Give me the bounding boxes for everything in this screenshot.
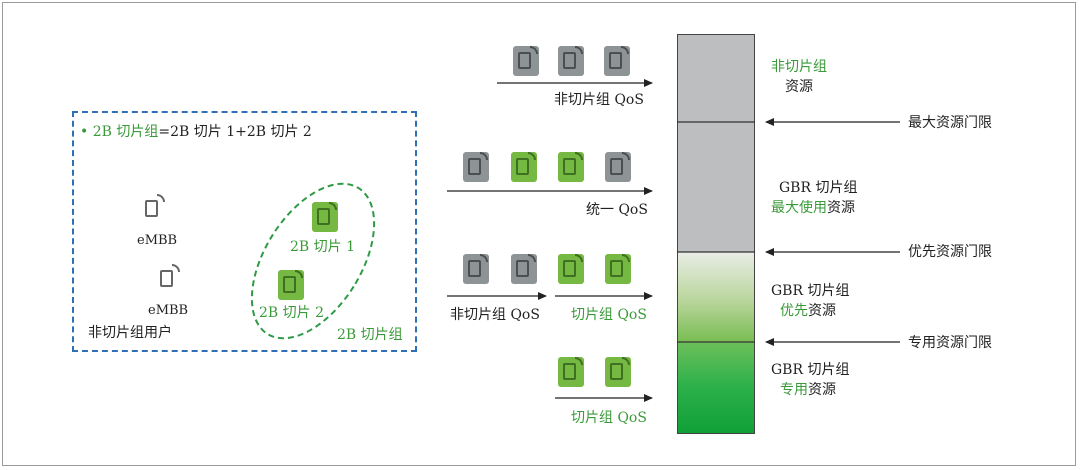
device-screen bbox=[609, 52, 622, 69]
phone-signal-icon bbox=[558, 46, 584, 76]
signal-wave bbox=[528, 152, 536, 160]
signal-wave bbox=[575, 46, 583, 54]
device-screen bbox=[516, 158, 529, 175]
signal-wave bbox=[157, 194, 165, 202]
threshold-dedicated-label: 专用资源门限 bbox=[908, 335, 992, 351]
threshold-max-label: 最大资源门限 bbox=[908, 115, 992, 131]
seg3-line2-rest: 资源 bbox=[808, 303, 836, 319]
signal-wave bbox=[575, 254, 583, 262]
slice-group-definition: • 2B 切片组=2B 切片 1+2B 切片 2 bbox=[80, 125, 312, 139]
seg4-line2-green: 专用 bbox=[780, 382, 808, 398]
seg1-line1: 非切片组 bbox=[771, 59, 827, 75]
signal-wave bbox=[295, 270, 303, 278]
seg2-line2-green: 最大使用 bbox=[771, 200, 827, 216]
embb-label-2: eMBB bbox=[148, 303, 189, 318]
signal-wave bbox=[480, 254, 488, 262]
non-slice-users-label: 非切片组用户 bbox=[88, 325, 172, 341]
phone-signal-icon bbox=[155, 264, 181, 294]
device-screen bbox=[610, 260, 623, 277]
slice-group-ellipse bbox=[250, 182, 376, 340]
embb-label-1: eMBB bbox=[137, 233, 178, 248]
seg2-line1: GBR 切片组 bbox=[779, 180, 858, 196]
phone-signal-icon bbox=[511, 152, 537, 182]
device-screen bbox=[563, 52, 576, 69]
device-screen bbox=[468, 260, 481, 277]
slice-1-label: 2B 切片 1 bbox=[290, 239, 356, 255]
phone-signal-icon bbox=[558, 254, 584, 284]
device-screen bbox=[563, 260, 576, 277]
definition-green-part: 2B 切片组 bbox=[92, 124, 159, 140]
device-screen bbox=[516, 260, 529, 277]
row2-qos-label: 统一 QoS bbox=[586, 202, 648, 218]
slice-2-label: 2B 切片 2 bbox=[259, 305, 325, 321]
signal-wave bbox=[621, 46, 629, 54]
signal-wave bbox=[528, 254, 536, 262]
threshold-priority-label: 优先资源门限 bbox=[908, 244, 992, 260]
bar-dedicated-section bbox=[677, 342, 755, 434]
phone-signal-icon bbox=[463, 152, 489, 182]
seg3-line2-green: 优先 bbox=[780, 303, 808, 319]
signal-wave bbox=[575, 357, 583, 365]
signal-wave bbox=[575, 152, 583, 160]
legend-box bbox=[72, 111, 417, 352]
signal-wave bbox=[329, 202, 337, 210]
device-screen bbox=[610, 158, 623, 175]
device-screen bbox=[283, 276, 296, 293]
row3-right-qos-label: 切片组 QoS bbox=[571, 307, 647, 323]
phone-signal-icon bbox=[605, 152, 631, 182]
phone-signal-icon bbox=[278, 270, 304, 300]
definition-rest: =2B 切片 1+2B 切片 2 bbox=[158, 124, 312, 140]
signal-wave bbox=[622, 152, 630, 160]
phone-signal-icon bbox=[605, 357, 631, 387]
signal-wave bbox=[622, 254, 630, 262]
seg3-line2: 优先资源 bbox=[780, 304, 836, 318]
seg4-line1: GBR 切片组 bbox=[771, 362, 850, 378]
definition-bullet: • bbox=[80, 124, 89, 140]
device-screen bbox=[468, 158, 481, 175]
row1-qos-label: 非切片组 QoS bbox=[554, 92, 644, 108]
seg3-line1: GBR 切片组 bbox=[771, 283, 850, 299]
phone-signal-icon bbox=[463, 254, 489, 284]
device-screen bbox=[160, 270, 173, 287]
device-screen bbox=[563, 363, 576, 380]
seg4-line2-rest: 资源 bbox=[808, 382, 836, 398]
phone-signal-icon bbox=[558, 357, 584, 387]
device-screen bbox=[563, 158, 576, 175]
seg1-line2: 资源 bbox=[785, 79, 813, 95]
signal-wave bbox=[172, 264, 180, 272]
phone-signal-icon bbox=[511, 254, 537, 284]
device-screen bbox=[610, 363, 623, 380]
signal-wave bbox=[480, 152, 488, 160]
row3-left-qos-label: 非切片组 QoS bbox=[450, 307, 540, 323]
phone-signal-icon bbox=[513, 46, 539, 76]
seg2-line2: 最大使用资源 bbox=[771, 201, 855, 215]
seg4-line2: 专用资源 bbox=[780, 383, 836, 397]
device-screen bbox=[518, 52, 531, 69]
device-screen bbox=[145, 200, 158, 217]
row4-qos-label: 切片组 QoS bbox=[571, 410, 647, 426]
phone-signal-icon bbox=[558, 152, 584, 182]
signal-wave bbox=[530, 46, 538, 54]
signal-wave bbox=[622, 357, 630, 365]
device-screen bbox=[317, 208, 330, 225]
slice-group-label: 2B 切片组 bbox=[337, 327, 403, 343]
phone-signal-icon bbox=[140, 194, 166, 224]
bar-priority-section bbox=[677, 252, 755, 342]
phone-signal-icon bbox=[312, 202, 338, 232]
phone-signal-icon bbox=[605, 254, 631, 284]
bar-gray-section bbox=[677, 34, 755, 252]
seg2-line2-rest: 资源 bbox=[827, 200, 855, 216]
phone-signal-icon bbox=[604, 46, 630, 76]
